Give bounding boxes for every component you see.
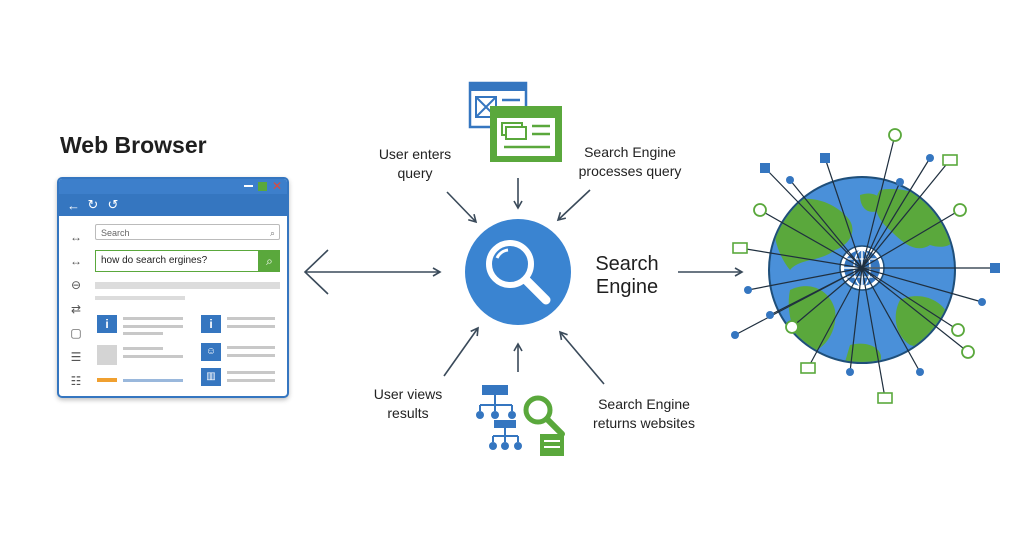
results-bar — [95, 296, 185, 300]
sidebar-box-icon: ▢ — [70, 326, 82, 340]
node-ring-icon — [785, 320, 799, 334]
mail-icon — [877, 392, 893, 404]
node-ring-icon — [753, 203, 767, 217]
reload-icon: ↺ — [107, 197, 119, 212]
browser-window: ✕ ← ↻ ↺ ↔ ↔ ⊖ ⇄ ▢ ☰ ☷ Search ⌕ how do se… — [57, 177, 289, 398]
spoke-line — [739, 247, 863, 269]
results-bar — [95, 282, 280, 289]
browser-engine-arrow — [303, 249, 442, 295]
node-ring-icon — [961, 345, 975, 359]
node-dot-icon — [896, 178, 904, 186]
spoke-line — [759, 209, 863, 269]
info-icon: i — [97, 315, 117, 333]
spoke-line — [861, 159, 951, 269]
document-node-icon — [990, 263, 1000, 273]
sidebar-list-icon: ☰ — [70, 350, 82, 364]
spoke-line — [747, 267, 863, 291]
spoke-line — [861, 134, 896, 269]
node-ring-icon — [951, 323, 965, 337]
spoke-line — [789, 179, 863, 269]
spoke-line — [861, 267, 886, 399]
search-icon: ⌕ — [269, 228, 275, 238]
browser-navbar: ← ↻ ↺ — [59, 194, 287, 216]
node-ring-icon — [953, 203, 967, 217]
node-dot-icon — [916, 368, 924, 376]
user-icon: ☺ — [201, 343, 221, 361]
spoke-line — [824, 157, 863, 269]
maximize-icon — [258, 182, 267, 191]
spoke-line — [861, 181, 901, 269]
browser-sidebar: ↔ ↔ ⊖ ⇄ ▢ ☰ ☷ — [67, 227, 85, 395]
arrow-engine-returns — [558, 330, 605, 385]
node-dot-icon — [731, 331, 739, 339]
mail-icon — [732, 242, 748, 254]
node-dot-icon — [744, 286, 752, 294]
spoke-line — [861, 267, 969, 353]
node-dot-icon — [926, 154, 934, 162]
spoke-line — [861, 267, 921, 373]
documents-icon — [468, 81, 562, 162]
refresh-icon: ↻ — [87, 197, 99, 212]
node-ring-icon — [888, 128, 902, 142]
highlight-bar — [97, 378, 117, 382]
image-placeholder-icon — [97, 345, 117, 365]
document-node-icon — [820, 153, 830, 163]
sidebar-menu-icon: ☷ — [70, 374, 82, 388]
minimize-icon — [244, 185, 253, 187]
node-dot-icon — [766, 311, 774, 319]
document-node-icon — [760, 163, 770, 173]
spoke-line — [861, 157, 931, 269]
sidebar-arrows-icon: ↔ — [70, 254, 82, 268]
label-engine-returns: Search Engine returns websites — [593, 396, 695, 431]
close-icon: ✕ — [272, 179, 283, 193]
arrow-user-enters — [446, 191, 478, 224]
label-user-enters: User enters query — [378, 146, 452, 181]
node-dot-icon — [846, 368, 854, 376]
browser-titlebar: ✕ — [59, 179, 287, 194]
back-icon: ← — [67, 197, 80, 213]
globe-network-spokes — [731, 128, 1000, 404]
spoke-line — [764, 167, 863, 269]
spoke-line — [861, 209, 961, 269]
spoke-line — [791, 267, 863, 328]
sidebar-swap-icon: ⇄ — [70, 302, 82, 316]
spoke-line — [807, 267, 863, 369]
spoke-line — [849, 267, 863, 373]
results-network-icon — [476, 385, 565, 456]
label-user-views: User views results — [373, 386, 443, 421]
mail-icon — [800, 362, 816, 374]
mail-icon — [942, 154, 958, 166]
browser-title: Web Browser — [60, 132, 207, 158]
search-input: Search ⌕ — [95, 224, 280, 240]
spoke-line — [769, 267, 863, 316]
info-icon: i — [201, 315, 221, 333]
node-dot-icon — [786, 176, 794, 184]
spoke-line — [861, 267, 959, 331]
label-engine-processes: Search Engine processes query — [578, 144, 682, 179]
sidebar-history-icon: ⊖ — [70, 278, 82, 292]
node-dot-icon — [978, 298, 986, 306]
search-engine-label: Search Engine — [595, 253, 659, 298]
arrow-engine-processes — [556, 189, 591, 222]
chart-icon: ▥ — [201, 368, 221, 386]
sidebar-arrows-icon: ↔ — [70, 230, 82, 244]
spoke-line — [861, 267, 983, 303]
search-engine-icon — [465, 219, 571, 325]
query-search-icon: ⌕ — [259, 250, 280, 272]
query-field: how do search ergines? — [95, 250, 259, 272]
arrow-user-views — [443, 326, 479, 377]
search-placeholder: Search — [101, 228, 130, 238]
